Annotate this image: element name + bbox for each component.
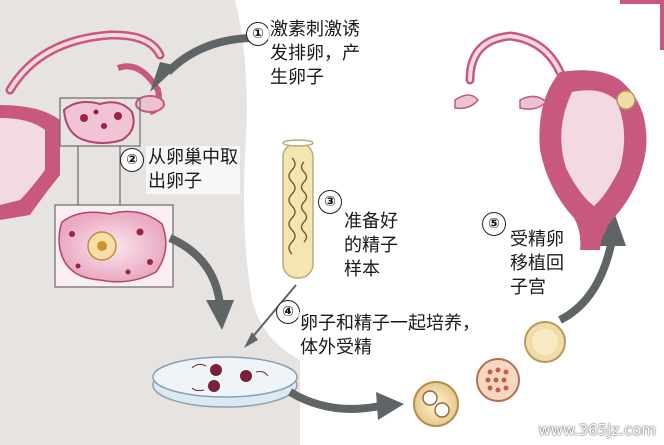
arrow-tube-to-dish — [249, 284, 297, 341]
watermark: www.365jz.com — [538, 421, 656, 439]
left-uterus — [0, 30, 165, 220]
step-1-number: ① — [246, 22, 270, 46]
magnified-egg-box — [54, 204, 174, 288]
step-3-number: ③ — [318, 190, 342, 214]
step-2-number: ② — [120, 148, 144, 172]
arrow-egg-to-dish — [168, 234, 224, 306]
step-4-number: ④ — [276, 300, 300, 324]
step-3-label: 准备好 的精子 样本 — [342, 210, 400, 282]
step-5-label: 受精卵 移植回 子宫 — [508, 228, 566, 300]
step-1-label: 激素刺激诱 发排卵，产 生卵子 — [268, 18, 362, 90]
sperm-tube — [282, 139, 314, 279]
embryo-stages — [413, 321, 566, 427]
arrow-hormone-head — [150, 62, 178, 92]
right-uterus — [454, 0, 664, 250]
ovary — [59, 97, 141, 147]
arrow-to-uterus — [558, 239, 616, 324]
arrow-egg-to-dish-head — [206, 300, 234, 330]
step-2-label: 从卵巢中取 出卵子 — [146, 146, 240, 194]
arrow-dish-to-embryo — [287, 388, 381, 413]
petri-dish — [152, 356, 298, 408]
step-4-label: 卵子和精子一起培养， 体外受精 — [298, 312, 482, 360]
step-5-number: ⑤ — [482, 212, 506, 236]
